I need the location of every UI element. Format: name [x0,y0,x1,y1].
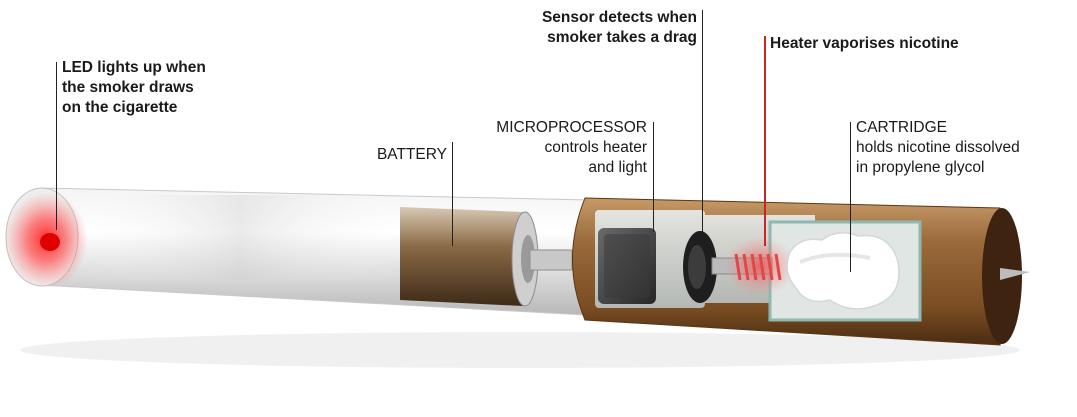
battery-illustration [400,207,573,307]
sensor-label: Sensor detects when smoker takes a drag [542,8,697,48]
microprocessor-label-title: MICROPROCESSOR [496,119,647,136]
sensor-disc [683,231,717,303]
sensor-callout-line [702,10,703,234]
led-callout-line [56,62,57,230]
led-label-line-2: the smoker draws [62,79,194,96]
cartridge-label: CARTRIDGE holds nicotine dissolved in pr… [856,118,1020,178]
heater-callout-line [764,36,766,246]
cartridge-callout-line [850,122,851,272]
battery-label: BATTERY [377,145,447,165]
drop-shadow [20,332,1020,368]
cartridge-label-line-2: in propylene glycol [856,159,985,176]
sensor-label-line-2: smoker takes a drag [547,29,697,46]
microprocessor-callout-line [653,122,654,232]
microprocessor-chip [598,228,656,304]
heater-label-line-1: Heater vaporises nicotine [770,35,959,52]
sensor-label-line-1: Sensor detects when [541,9,697,26]
microprocessor-label-line-1: controls heater [544,139,647,156]
led-light [4,192,88,288]
nicotine-liquid [786,232,900,310]
cartridge-label-line-1: holds nicotine dissolved [856,139,1020,156]
heater-coil [711,236,796,296]
microprocessor-label-line-2: and light [588,159,647,176]
led-label-line-1: LED lights up when [62,59,206,76]
led-label: LED lights up when the smoker draws on t… [62,58,206,118]
cartridge-label-title: CARTRIDGE [856,119,948,136]
battery-label-title: BATTERY [376,146,447,163]
microprocessor-label: MICROPROCESSOR controls heater and light [496,118,647,178]
heater-label: Heater vaporises nicotine [770,34,959,54]
battery-callout-line [452,142,453,246]
led-label-line-3: on the cigarette [62,99,178,116]
